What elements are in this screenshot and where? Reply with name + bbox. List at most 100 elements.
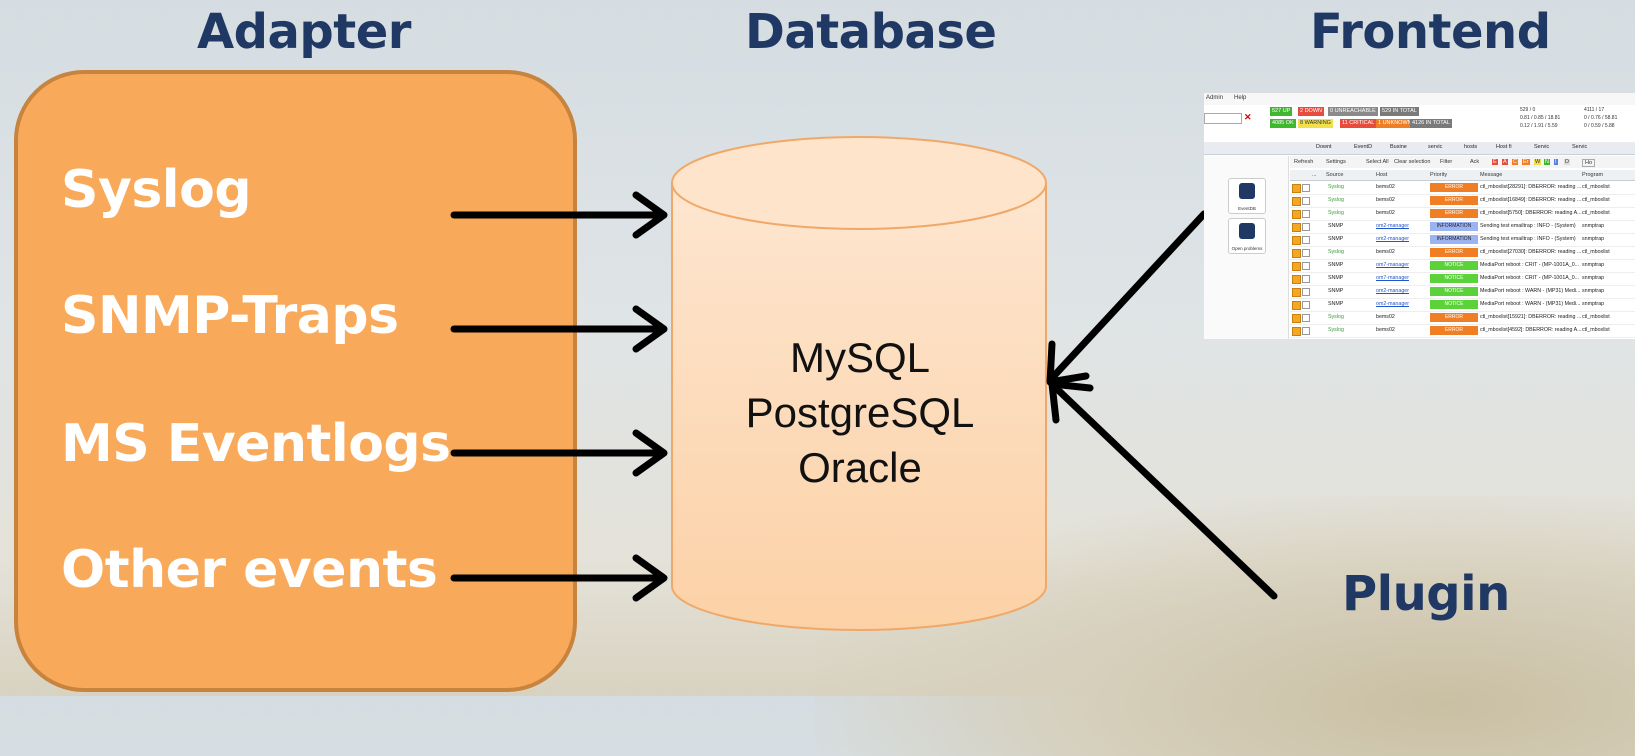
col-program[interactable]: Program [1582,172,1604,178]
severity-er-button[interactable]: Er [1522,159,1530,165]
row-host[interactable]: om7-manager [1376,275,1409,281]
row-host[interactable]: bems02 [1376,184,1395,190]
row-marker [1292,262,1301,271]
filter-button[interactable]: Filter [1440,159,1453,165]
col-source[interactable]: Source [1326,172,1344,178]
tab-downtime[interactable]: Downt [1316,144,1332,150]
host-unreachable-chip[interactable]: 0 UNREACHABLE [1328,107,1378,116]
row-checkbox[interactable] [1302,301,1310,309]
row-host[interactable]: om2-manager [1376,236,1409,242]
frontend-filter-input[interactable]: Ho [1582,159,1596,167]
select-all-button[interactable]: Select All [1366,159,1389,165]
service-critical-chip[interactable]: 11 CRITICAL [1340,119,1377,128]
row-program: snmptrap [1582,288,1605,294]
row-checkbox[interactable] [1302,184,1310,192]
service-total-chip[interactable]: 4126 IN TOTAL [1410,119,1452,128]
tile-open-problems[interactable]: Open problems [1228,218,1266,254]
row-checkbox[interactable] [1302,249,1310,257]
severity-c-button[interactable]: C [1512,159,1518,165]
source-syslog: Syslog [61,160,252,220]
host-up-chip[interactable]: 527 UP [1270,107,1293,116]
ack-button[interactable]: Ack [1470,159,1480,165]
frontend-search-input[interactable] [1204,113,1242,124]
tab-host-filter[interactable]: Host fi [1496,144,1512,150]
tab-hosts[interactable]: hosts [1464,144,1478,150]
row-host[interactable]: bems02 [1376,249,1395,255]
menu-help[interactable]: Help [1234,95,1247,101]
col-menu[interactable]: ... [1312,172,1317,178]
row-priority-badge: ERROR [1430,248,1478,257]
row-checkbox[interactable] [1302,262,1310,270]
row-checkbox[interactable] [1302,197,1310,205]
tab-services[interactable]: servic [1428,144,1443,150]
row-marker [1292,249,1301,258]
host-down-chip[interactable]: 2 DOWN [1298,107,1324,116]
row-source: SNMP [1328,262,1344,268]
row-program: ctl_mboxlist [1582,210,1610,216]
service-warning-chip[interactable]: 8 WARNING [1298,119,1333,128]
row-source: SNMP [1328,275,1344,281]
tab-service-a[interactable]: Servic [1534,144,1550,150]
tile-eventdb[interactable]: EventDB [1228,178,1266,214]
row-message: ctl_mboxlist[4592]: DBERROR: reading A..… [1480,327,1582,333]
row-host[interactable]: om2-manager [1376,288,1409,294]
row-checkbox[interactable] [1302,236,1310,244]
row-message: ctl_mboxlist[15921]: DBERROR: reading ..… [1480,314,1582,320]
row-host[interactable]: bems02 [1376,197,1395,203]
tab-eventdb[interactable]: EventD [1354,144,1373,150]
row-checkbox[interactable] [1302,288,1310,296]
menu-admin[interactable]: Admin [1206,95,1224,101]
row-message: ctl_mboxlist[16849]: DBERROR: reading ..… [1480,197,1582,203]
row-host[interactable]: om2-manager [1376,223,1409,229]
row-host[interactable]: bems02 [1376,210,1395,216]
close-icon[interactable]: ✕ [1244,112,1252,122]
row-marker [1292,314,1301,323]
service-unknown-chip[interactable]: 1 UNKNOWN [1376,119,1414,128]
row-checkbox[interactable] [1302,210,1310,218]
refresh-button[interactable]: Refresh [1294,159,1314,165]
severity-d-button[interactable]: D [1564,159,1570,165]
row-message: Sending test emailtrap : INFO - (System) [1480,236,1576,242]
row-checkbox[interactable] [1302,275,1310,283]
row-checkbox[interactable] [1302,314,1310,322]
severity-e-button[interactable]: E [1492,159,1498,165]
row-host[interactable]: om2-manager [1376,301,1409,307]
row-priority-badge: NOTICE [1430,261,1478,270]
severity-i-button[interactable]: I [1554,159,1558,165]
row-checkbox[interactable] [1302,327,1310,335]
row-host[interactable]: bems02 [1376,327,1395,333]
severity-w-button[interactable]: W [1534,159,1542,165]
severity-a-button[interactable]: A [1502,159,1508,165]
col-priority[interactable]: Priority [1430,172,1448,178]
frontend-screenshot: Admin Help ✕ 527 UP 2 DOWN 0 UNREACHABLE… [1204,92,1635,339]
clear-selection-button[interactable]: Clear selection [1394,159,1431,165]
row-checkbox[interactable] [1302,223,1310,231]
col-message[interactable]: Message [1480,172,1503,178]
severity-n-button[interactable]: N [1544,159,1550,165]
service-ok-chip[interactable]: 4085 OK [1270,119,1296,128]
settings-button[interactable]: Settings [1326,159,1346,165]
frontend-tabs: Downt EventD Busine servic hosts Host fi… [1204,142,1635,155]
row-host[interactable]: om7-manager [1376,262,1409,268]
diagram-svg [450,136,1278,631]
host-total-chip[interactable]: 529 IN TOTAL [1380,107,1419,116]
arrow-snmp-traps [450,305,668,353]
row-host[interactable]: bems02 [1376,314,1395,320]
col-host[interactable]: Host [1376,172,1388,178]
tab-service-b[interactable]: Servic [1572,144,1588,150]
row-source: Syslog [1328,197,1344,203]
tab-business[interactable]: Busine [1390,144,1407,150]
row-marker [1292,301,1301,310]
